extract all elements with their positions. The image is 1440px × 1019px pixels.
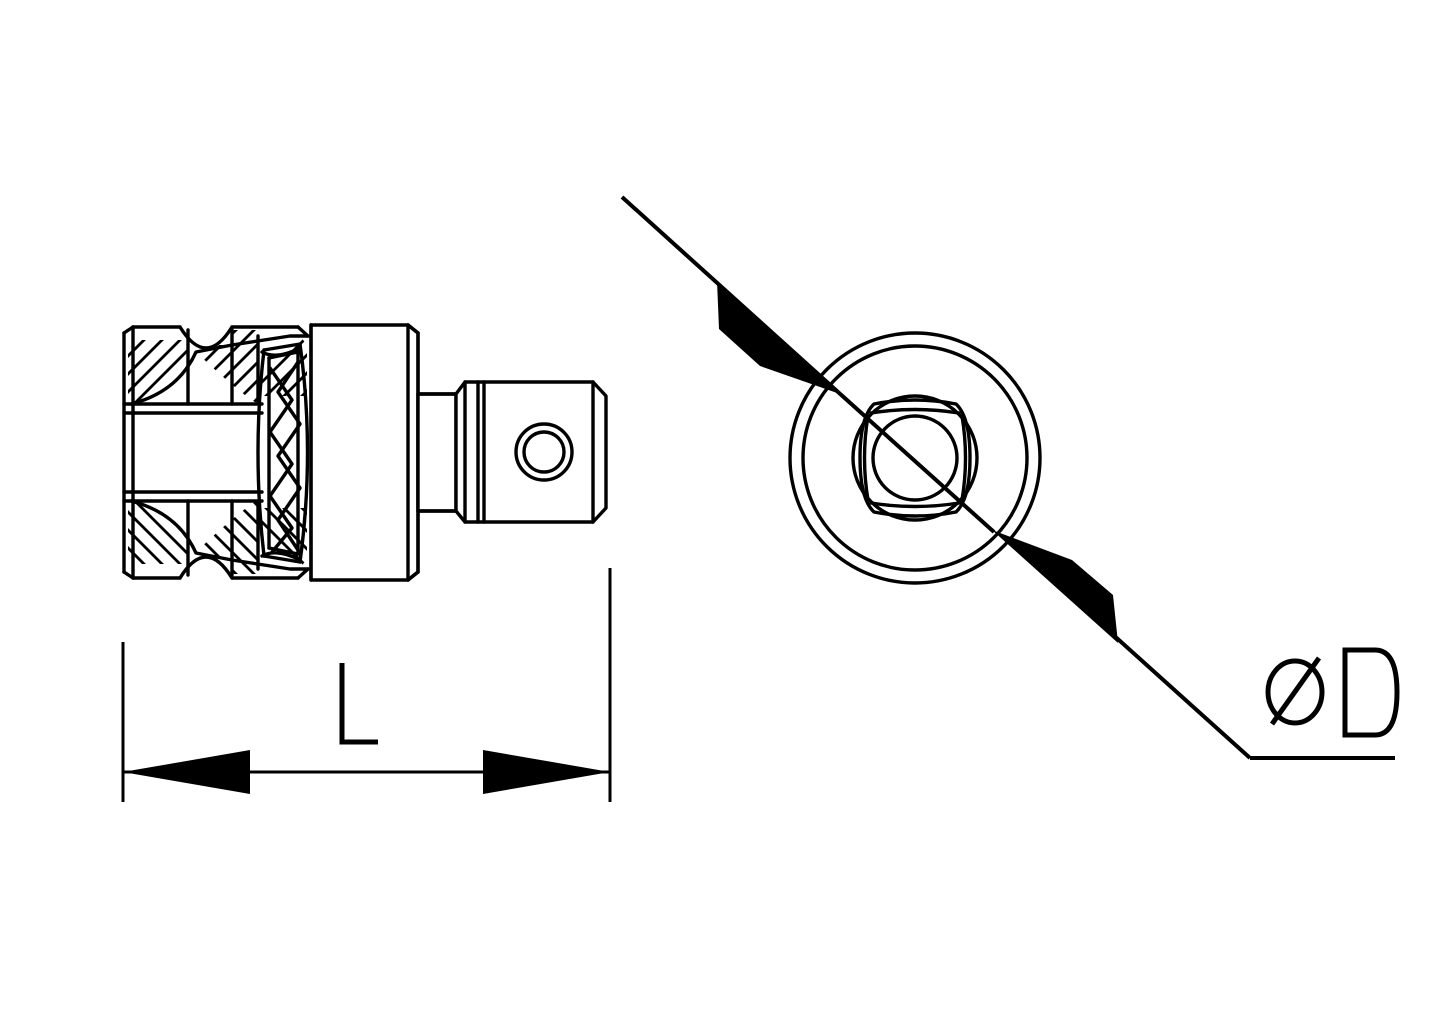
diameter-line-across-circle [836,390,996,534]
universal-joint-ball [256,342,310,564]
end-view [788,331,1042,585]
socket-body-outline [122,325,310,580]
letter-d-glyph [1342,647,1400,738]
leader-arrow-lower [992,530,1118,643]
ball-detent-inner-circle [522,430,566,474]
length-label [339,663,378,745]
diameter-label [1265,647,1400,738]
square-drive-end [454,380,608,524]
dimension-arrow-left [123,750,250,794]
square-socket [858,398,972,518]
leader-arrow-upper [717,281,840,394]
side-section-view [122,323,608,582]
diameter-symbol-icon [1265,658,1325,726]
cylindrical-body [309,323,420,582]
length-dimension: L [121,568,612,802]
drive-neck [416,392,458,513]
outer-circle-1 [788,331,1042,585]
bore-circle [851,394,979,522]
dimension-arrow-right [483,750,610,794]
leader-line-lower [1108,630,1252,760]
diameter-symbol-slash-icon [1269,656,1322,726]
square-socket-relief [862,407,968,509]
inner-bore-circle [871,414,959,502]
outer-circle-2 [801,344,1029,572]
knurl-pattern [268,360,302,554]
ball-detent-outer-circle [514,422,574,482]
diameter-leader: øD [620,195,1400,760]
